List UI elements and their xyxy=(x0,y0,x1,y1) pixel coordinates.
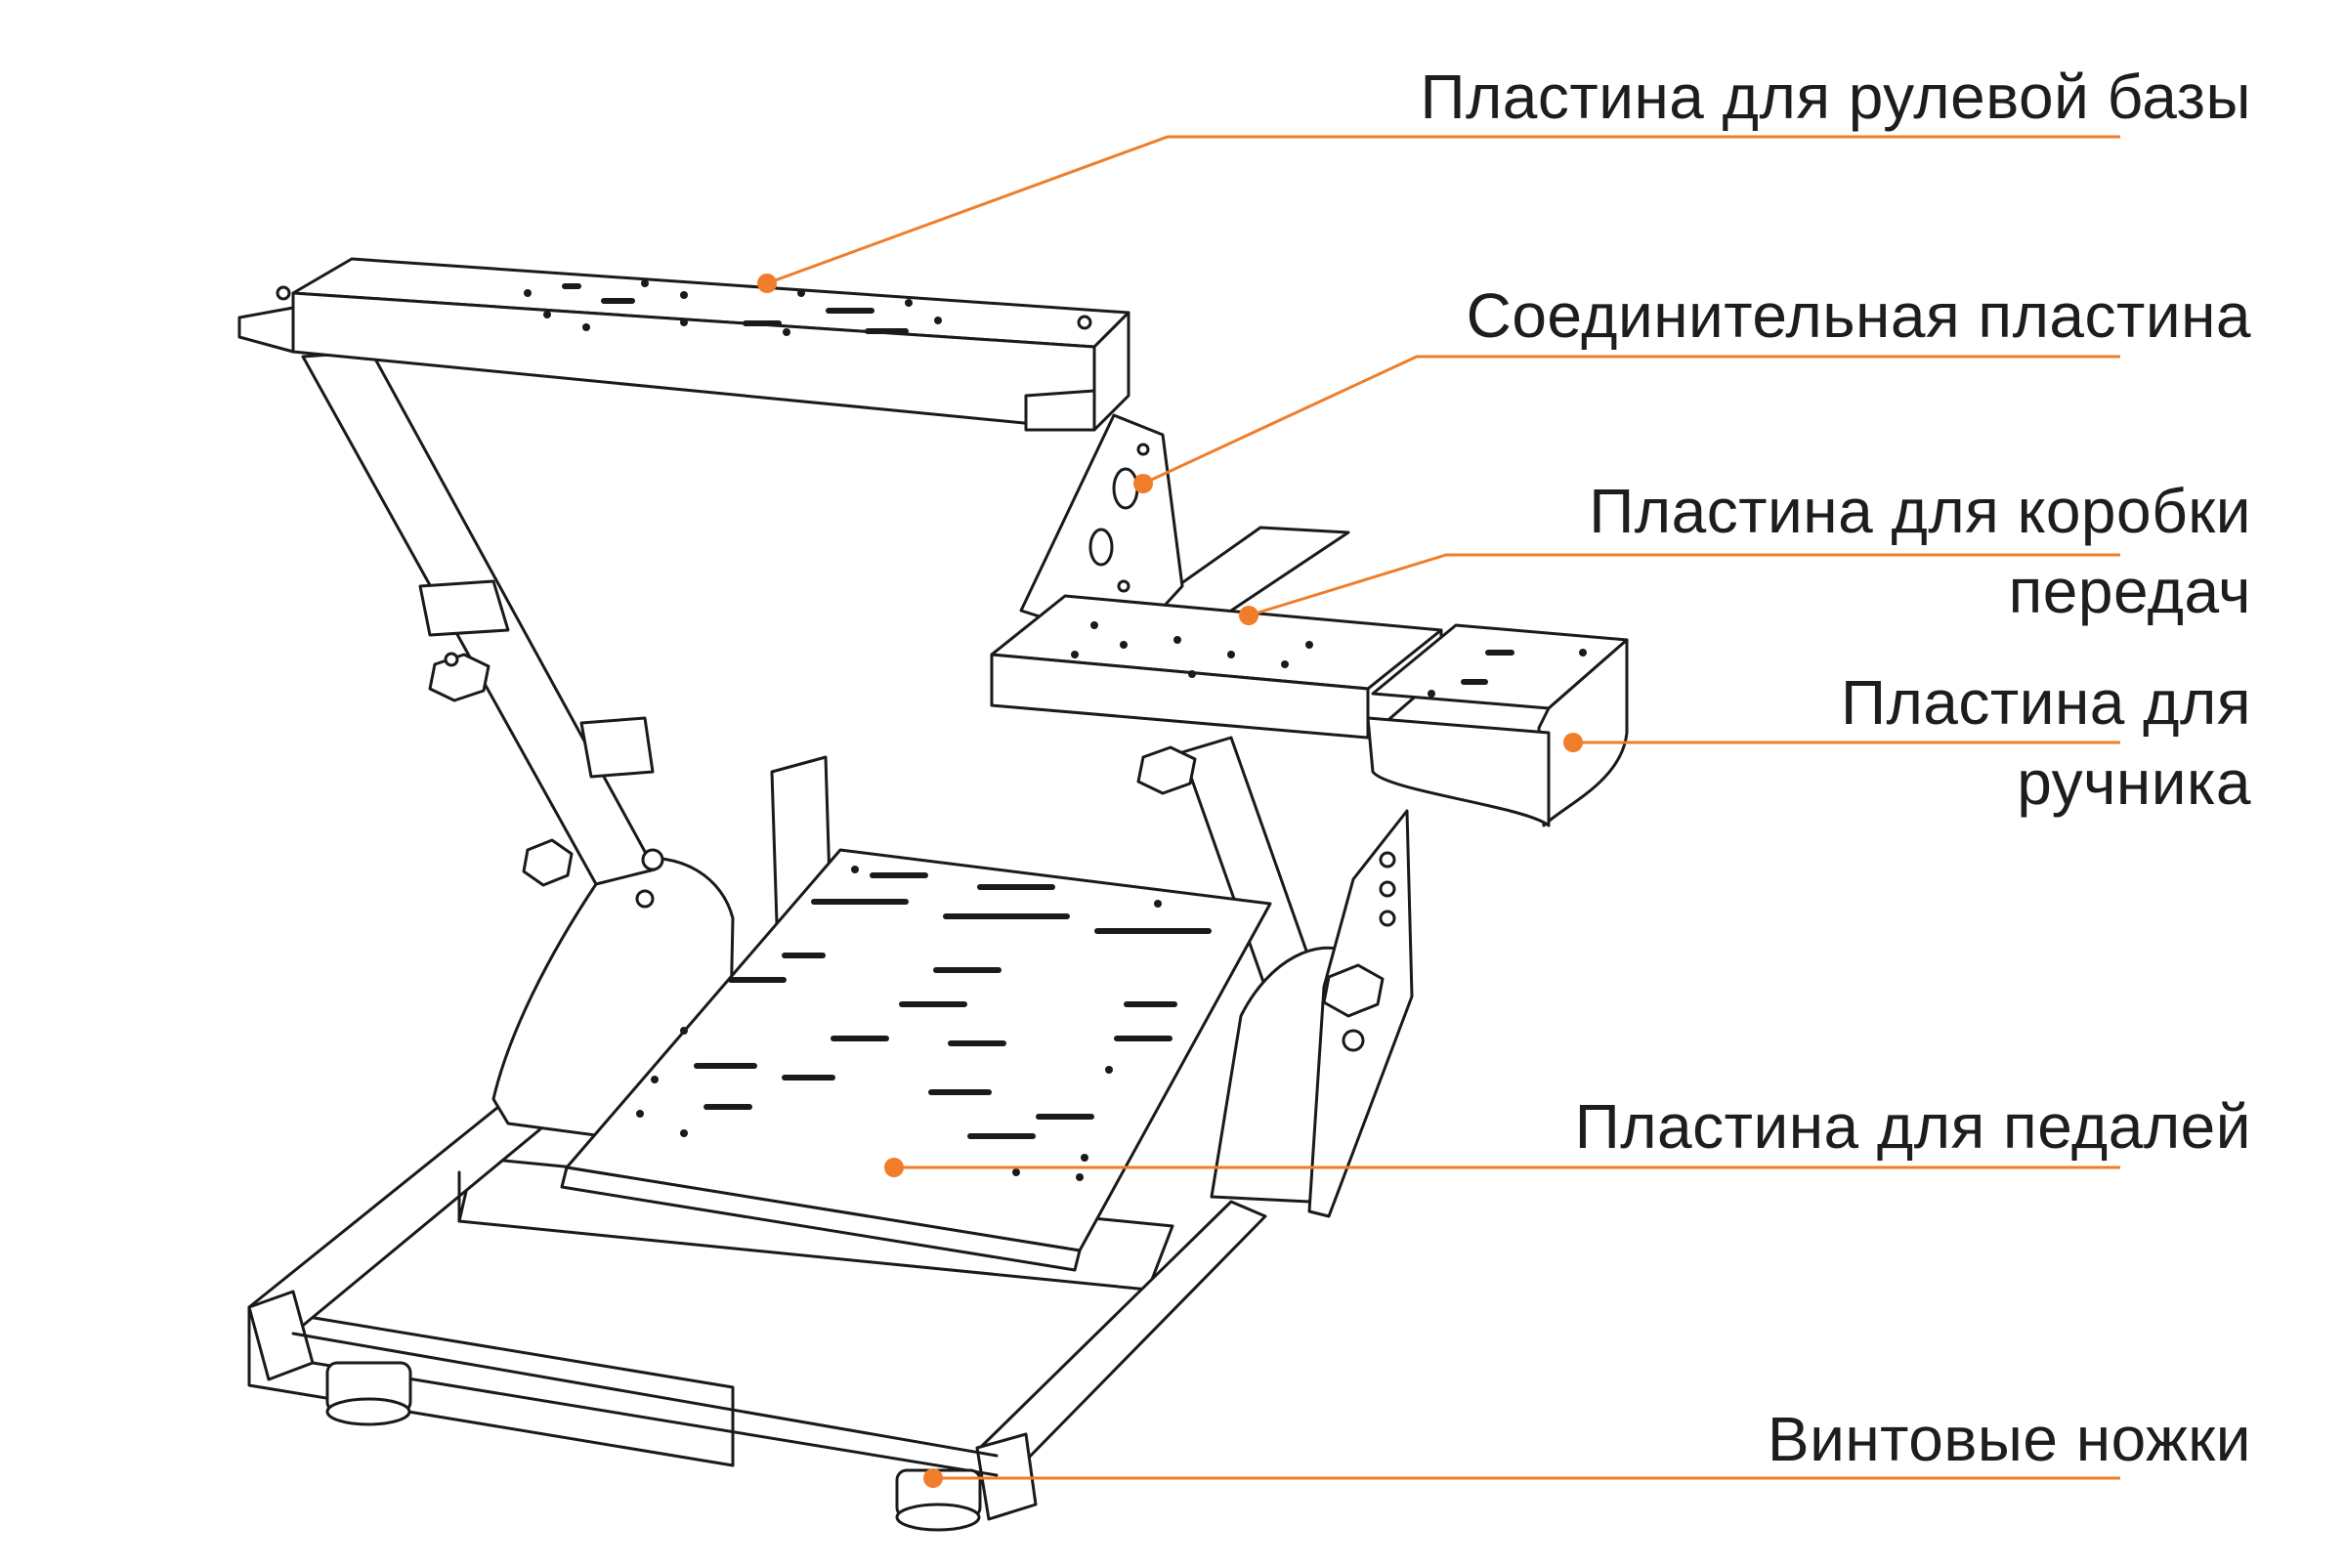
label-connector-plate: Соединительная пластина xyxy=(1467,275,2251,356)
right-upright xyxy=(1092,526,1414,1218)
dot-pedals xyxy=(884,1158,904,1177)
dot-handbrake xyxy=(1563,733,1583,752)
label-steering-base-plate: Пластина для рулевой базы xyxy=(1420,57,2251,137)
callout-dots xyxy=(757,274,1583,1488)
label-line: Соединительная пластина xyxy=(1466,280,2251,351)
label-pedal-plate: Пластина для педалей xyxy=(1575,1086,2251,1166)
dot-connector xyxy=(1133,474,1153,493)
handbrake-plate-part xyxy=(1366,623,1629,827)
steering-base-plate xyxy=(237,257,1130,432)
leader-shifter xyxy=(1248,553,2120,617)
label-handbrake-plate: Пластина для ручника xyxy=(1841,662,2251,823)
shifter-plate-part xyxy=(990,594,1443,740)
screw-feet xyxy=(325,1361,982,1532)
label-line: Пластина для педалей xyxy=(1574,1091,2251,1162)
label-line: Пластина для xyxy=(1840,667,2251,738)
pedal-plate-part xyxy=(560,848,1272,1272)
label-screw-feet: Винтовые ножки xyxy=(1768,1399,2251,1479)
dot-shifter xyxy=(1239,606,1258,625)
dot-steering xyxy=(757,274,777,293)
label-line: Пластина для коробки xyxy=(1589,476,2251,546)
label-line: Винтовые ножки xyxy=(1767,1404,2251,1474)
leader-steering xyxy=(766,135,2120,285)
label-line: передач xyxy=(2008,556,2251,626)
label-shifter-plate: Пластина для коробки передач xyxy=(1589,471,2251,631)
callout-leaders xyxy=(766,135,2120,1480)
leader-connector xyxy=(1142,355,2120,486)
label-line: Пластина для рулевой базы xyxy=(1420,62,2251,132)
dot-feet xyxy=(923,1468,943,1488)
label-line: ручника xyxy=(2017,747,2251,818)
